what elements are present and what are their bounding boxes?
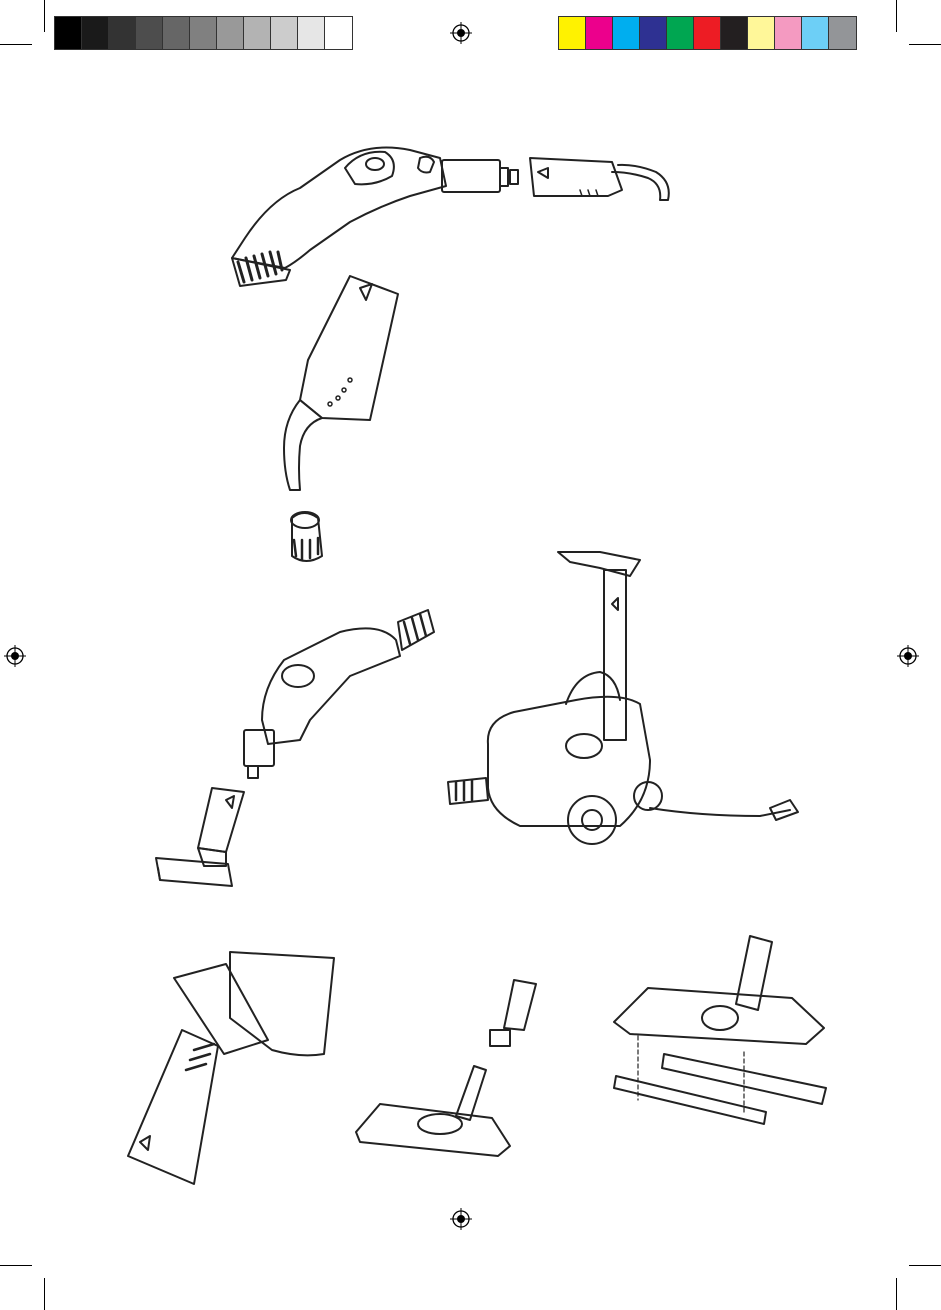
steam-cleaner-icon bbox=[448, 552, 798, 844]
round-brush-icon bbox=[291, 512, 322, 561]
handle-brush-assembly-icon bbox=[156, 610, 434, 886]
curved-nozzle-icon bbox=[284, 276, 398, 490]
floor-nozzle-icon bbox=[356, 980, 536, 1156]
window-squeegee-icon bbox=[128, 952, 334, 1184]
bristle-strips-icon bbox=[614, 936, 826, 1124]
steam-handle-icon bbox=[232, 148, 669, 286]
